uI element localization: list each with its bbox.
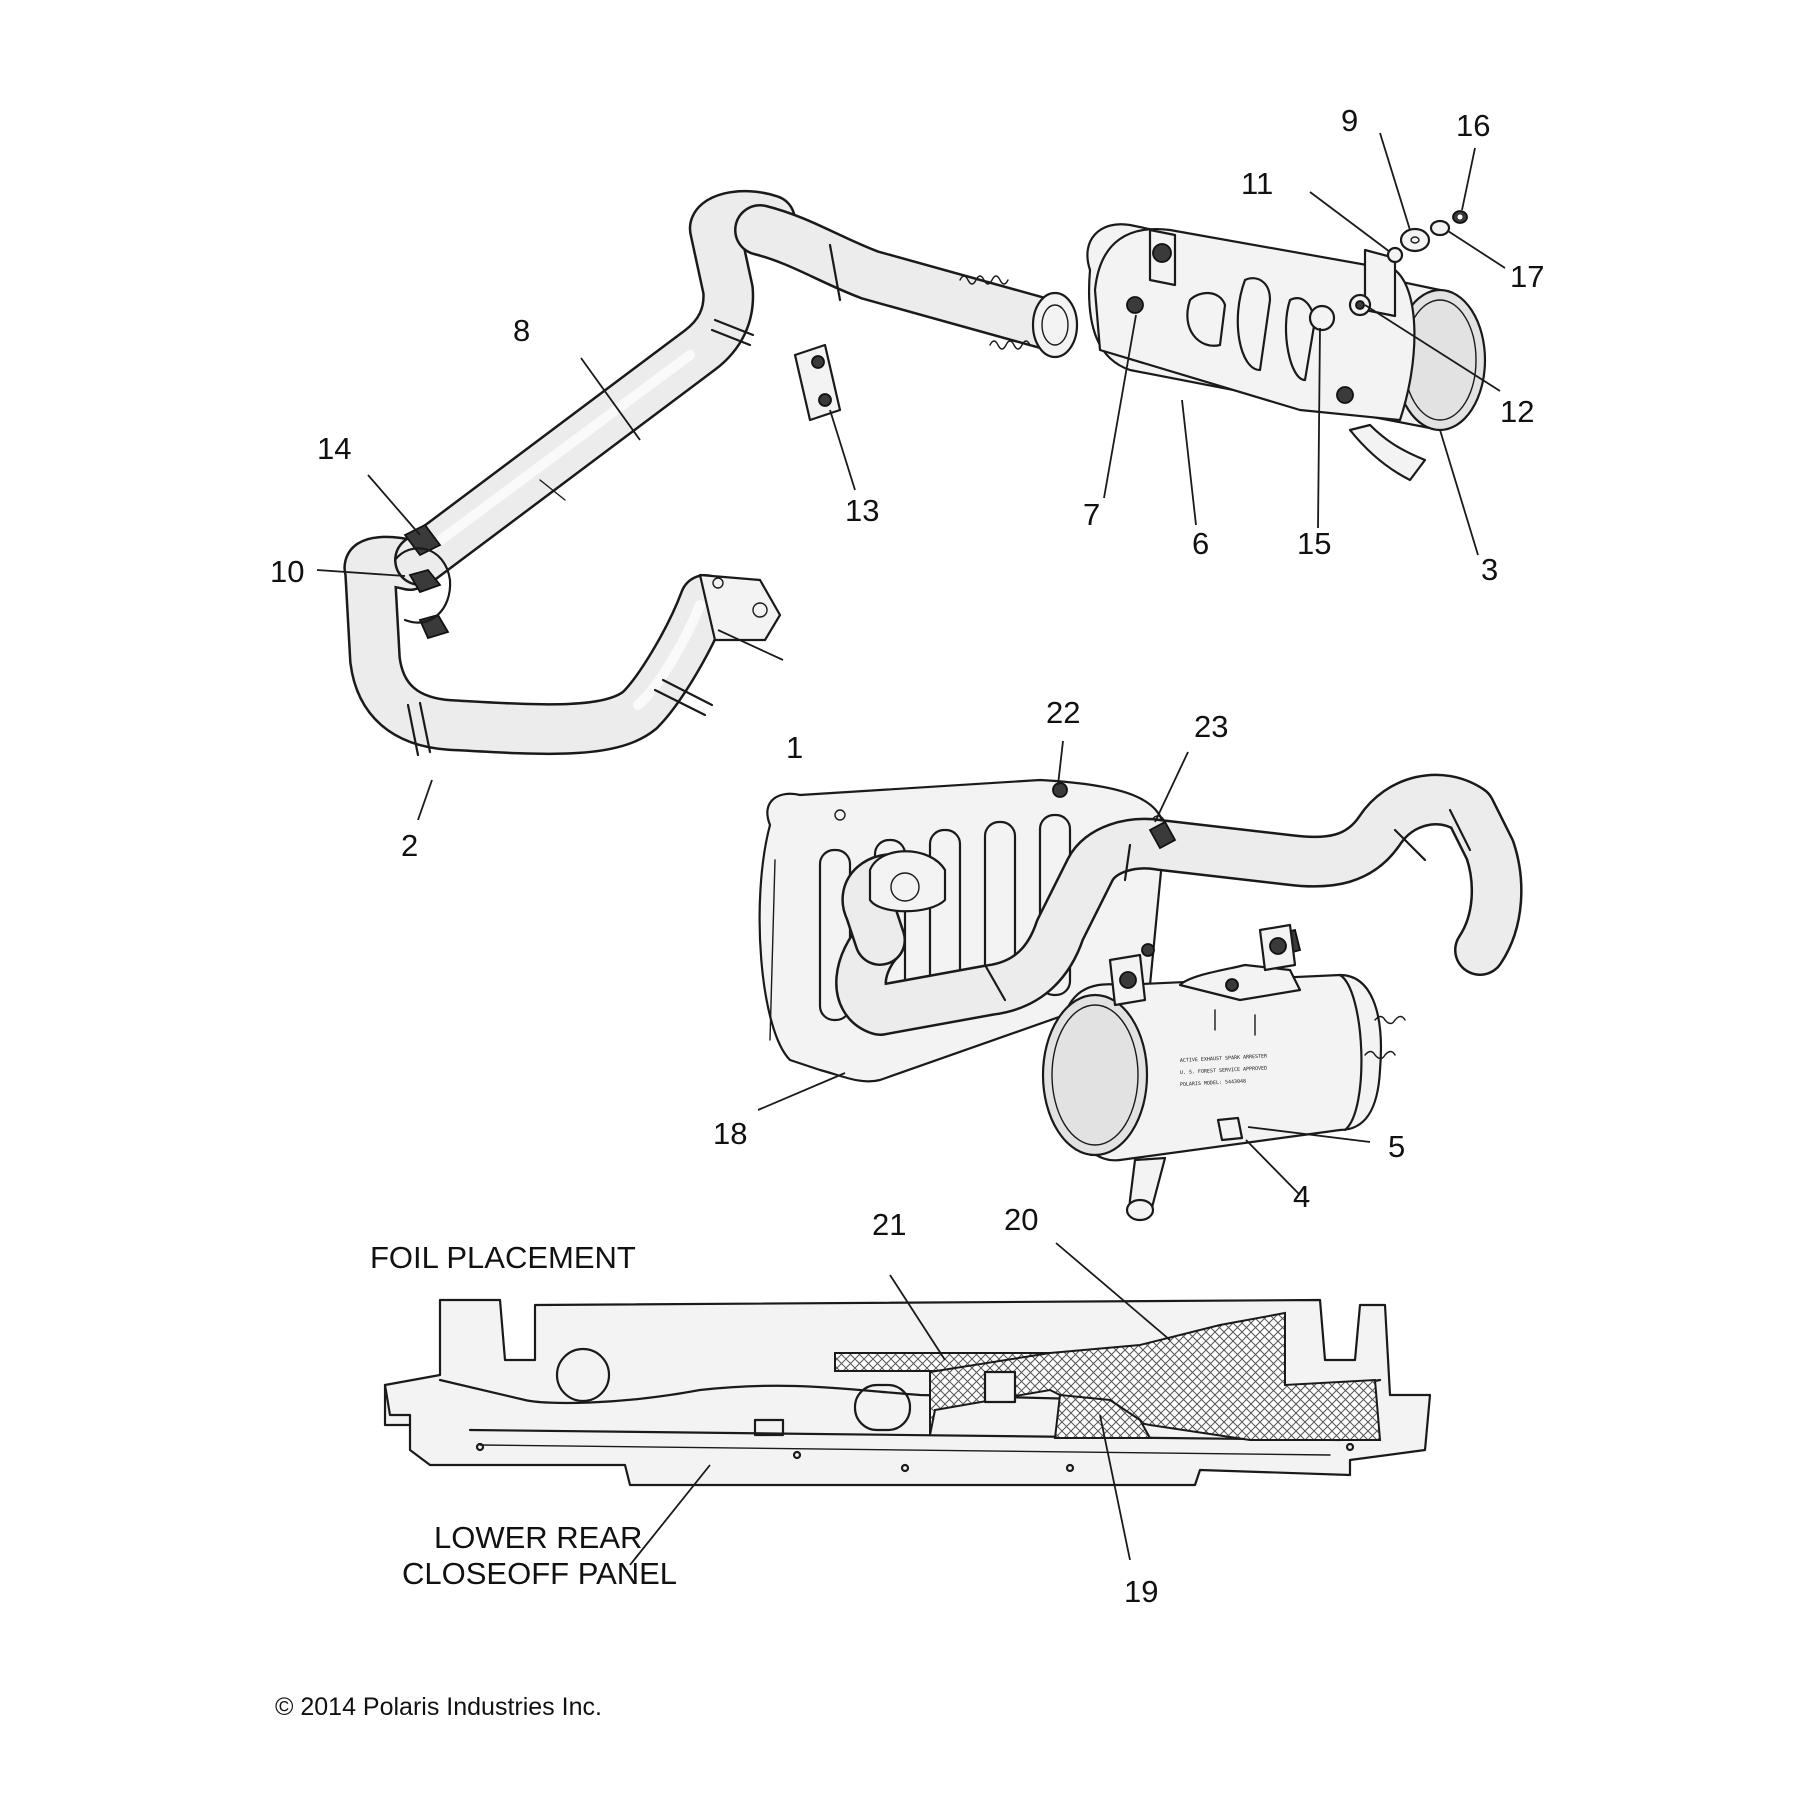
callout-8: 8	[513, 313, 530, 348]
muffler-stamp-line-3: POLARIS MODEL: 5443048	[1180, 1079, 1246, 1088]
panel-caption-line-2: CLOSEOFF PANEL	[402, 1556, 677, 1591]
hardware-stack	[1386, 210, 1468, 264]
mid-pipe	[394, 189, 842, 586]
callout-13: 13	[845, 493, 879, 528]
panel-caption-line-1: LOWER REAR	[434, 1520, 642, 1555]
lower-rear-closeoff-panel	[383, 1298, 1432, 1487]
muffler-stamp-line-2: U. S. FOREST SERVICE APPROVED	[1180, 1065, 1268, 1076]
callout-22: 22	[1046, 695, 1080, 730]
callout-4: 4	[1293, 1179, 1310, 1214]
callout-15: 15	[1297, 526, 1331, 561]
callout-16: 16	[1456, 108, 1490, 143]
muffler-inlet-pipe	[734, 204, 1079, 359]
callout-12: 12	[1500, 394, 1534, 429]
heat-shield-ribs	[818, 813, 1072, 1022]
callout-3: 3	[1481, 552, 1498, 587]
muffler-stamp-line-1: ACTIVE EXHAUST SPARK ARRESTER	[1180, 1053, 1268, 1064]
installed-assembly: ACTIVE EXHAUST SPARK ARRESTER U. S. FORE…	[758, 773, 1523, 1222]
callout-9: 9	[1341, 103, 1358, 138]
callout-2: 2	[401, 828, 418, 863]
callout-7: 7	[1083, 497, 1100, 532]
foil-placement-caption: FOIL PLACEMENT	[370, 1240, 636, 1275]
callout-20: 20	[1004, 1202, 1038, 1237]
callout-10: 10	[270, 554, 304, 589]
leader-lines	[316, 132, 1506, 1566]
callout-5: 5	[1388, 1129, 1405, 1164]
muffler-top	[1086, 223, 1487, 482]
callout-17: 17	[1510, 259, 1544, 294]
callout-21: 21	[872, 1207, 906, 1242]
callout-18: 18	[713, 1116, 747, 1151]
callout-23: 23	[1194, 709, 1228, 744]
muffler-installed: ACTIVE EXHAUST SPARK ARRESTER U. S. FORE…	[1041, 923, 1406, 1222]
callout-6: 6	[1192, 526, 1209, 561]
callout-19: 19	[1124, 1574, 1158, 1609]
foil-19	[1053, 1393, 1152, 1439]
header-pipe	[343, 535, 782, 757]
callout-11: 11	[1241, 166, 1273, 201]
callout-14: 14	[317, 431, 351, 466]
exploded-pipe-assembly	[343, 189, 1487, 757]
callout-numbers: 1 2 3 4 5 6 7 8 9 10 11 12 13 14 15 16 1…	[270, 103, 1544, 1609]
pipe-clamps	[393, 523, 452, 640]
callout-1: 1	[786, 730, 803, 765]
copyright-notice: © 2014 Polaris Industries Inc.	[275, 1693, 602, 1721]
